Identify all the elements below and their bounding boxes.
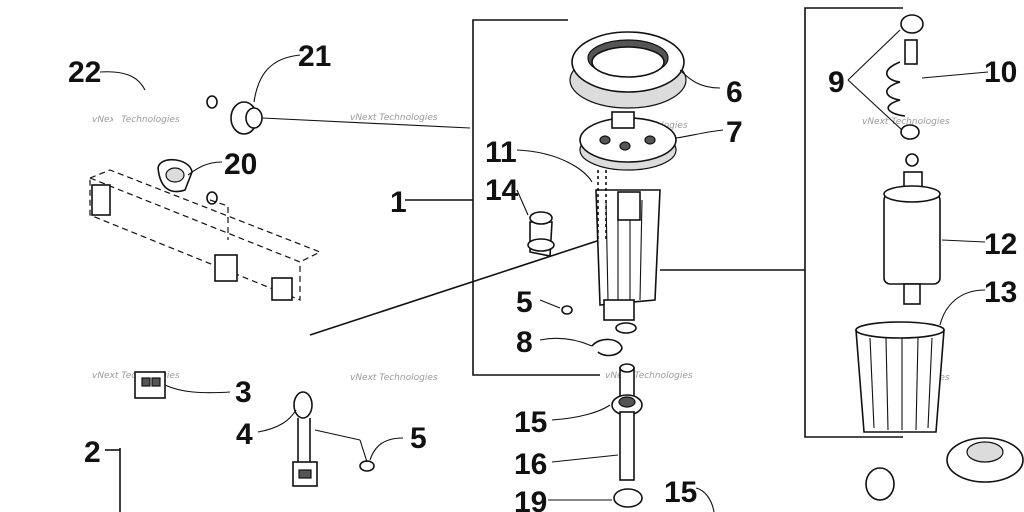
leader-lines bbox=[99, 54, 989, 512]
callout-11: 11 bbox=[485, 136, 517, 169]
callout-5-lower: 5 bbox=[410, 422, 427, 455]
screw-5 bbox=[314, 305, 573, 472]
harness-2 bbox=[134, 319, 318, 487]
grommet-4 bbox=[293, 391, 313, 419]
watermark-text: vNext Technologies bbox=[92, 115, 180, 125]
flange-7 bbox=[579, 111, 677, 171]
leader-harness-link bbox=[309, 239, 601, 336]
callout-21: 21 bbox=[298, 40, 331, 73]
callout-7: 7 bbox=[726, 116, 743, 149]
callout-19: 19 bbox=[514, 486, 547, 512]
watermark-text: vNext Technologies bbox=[350, 373, 438, 383]
tube-16 bbox=[611, 322, 643, 508]
pump-12 bbox=[883, 171, 941, 305]
bracket-pump-parts bbox=[804, 7, 903, 438]
hose-10 bbox=[847, 14, 924, 167]
callout-20: 20 bbox=[224, 148, 257, 181]
callout-2: 2 bbox=[84, 436, 101, 469]
callout-14: 14 bbox=[485, 174, 519, 207]
callout-5: 5 bbox=[516, 286, 533, 319]
mounting-rail bbox=[89, 169, 322, 301]
watermark-text: vNext Technologies bbox=[350, 113, 438, 123]
callout-labels: 1 2 3 4 5 5 6 7 8 9 10 11 12 13 14 15 15… bbox=[68, 40, 1017, 512]
valve-14 bbox=[527, 211, 555, 257]
callout-4: 4 bbox=[236, 418, 253, 451]
pump-housing bbox=[595, 170, 661, 321]
watermark-text: vNext Technologies bbox=[605, 371, 693, 381]
clamp-20 bbox=[157, 159, 193, 193]
callout-15-lower: 15 bbox=[664, 476, 697, 509]
fitting-21 bbox=[230, 101, 471, 135]
callout-22: 22 bbox=[68, 56, 101, 89]
seal-15-lower bbox=[613, 488, 643, 508]
callout-9: 9 bbox=[828, 66, 845, 99]
callout-12: 12 bbox=[984, 228, 1017, 261]
lock-ring-6 bbox=[569, 31, 687, 109]
callout-3: 3 bbox=[235, 376, 252, 409]
callout-13: 13 bbox=[984, 276, 1017, 309]
callout-10: 10 bbox=[984, 56, 1017, 89]
bracket-assembly-1 bbox=[472, 19, 600, 376]
callout-1: 1 bbox=[390, 186, 407, 219]
callout-16: 16 bbox=[514, 448, 547, 481]
callout-8: 8 bbox=[516, 326, 533, 359]
filter-13 bbox=[855, 321, 945, 433]
watermark-text: vNext Technologies bbox=[862, 117, 950, 127]
clip-8 bbox=[591, 338, 623, 357]
callout-6: 6 bbox=[726, 76, 743, 109]
group-brackets bbox=[105, 7, 903, 512]
bottom-fittings bbox=[729, 437, 1024, 512]
callout-15: 15 bbox=[514, 406, 547, 439]
